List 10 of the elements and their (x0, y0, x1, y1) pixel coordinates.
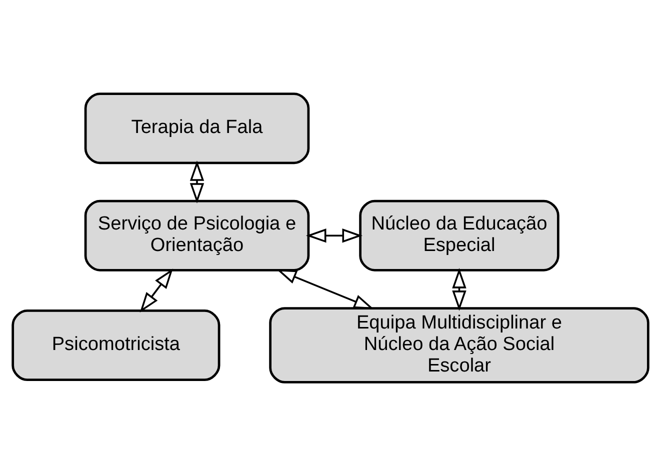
arrow (276, 268, 374, 309)
arrow (140, 268, 173, 312)
node-box: Núcleo da Educação Especial (359, 199, 560, 271)
arrow (452, 268, 466, 310)
arrow (306, 228, 363, 242)
node-box: Equipa Multidisciplinar e Núcleo da Ação Social Escolar (269, 306, 650, 383)
node-box: Psicomotricista (12, 309, 220, 381)
node-box: Terapia da Fala (84, 92, 310, 164)
node-box: Serviço de Psicologia e Orientação (84, 199, 310, 271)
arrow (190, 160, 204, 203)
